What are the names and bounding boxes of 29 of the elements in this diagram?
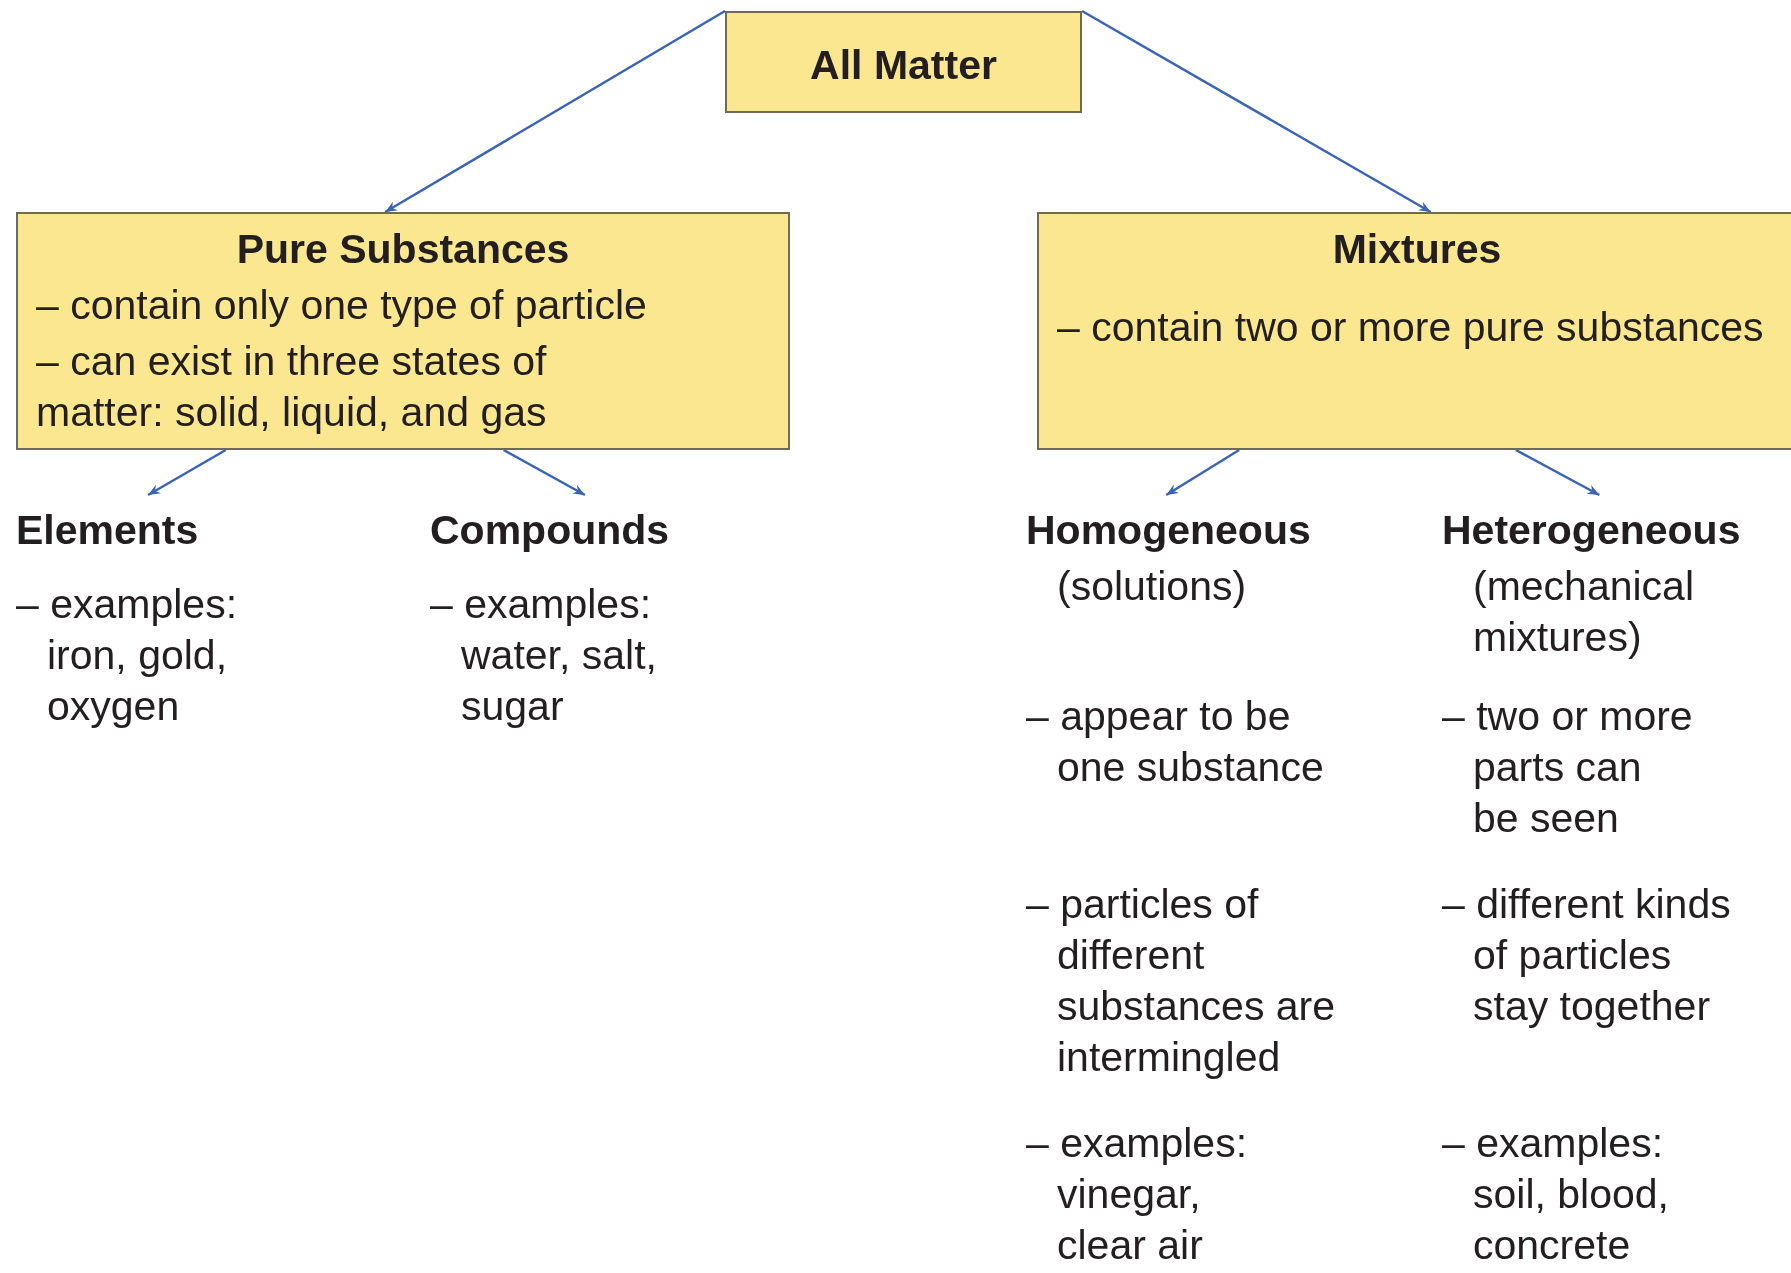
- arrow: [1515, 448, 1600, 497]
- heading-text: Homogeneous: [1026, 506, 1311, 555]
- arrow: [503, 448, 586, 497]
- bullet-text: – two or more parts can be seen: [1442, 692, 1693, 843]
- arrow: [147, 448, 227, 497]
- bullet-text: (solutions): [1056, 562, 1247, 611]
- bullet-text: – can exist in three states of matter: solid, liquid, and gas: [36, 337, 547, 437]
- bullet-text: – examples: water, salt, sugar: [430, 580, 657, 731]
- category-box: [16, 212, 790, 450]
- heading-text: Mixtures: [1332, 225, 1502, 274]
- bullet-text: – examples: vinegar, clear air: [1026, 1119, 1248, 1270]
- bullet-text: – contain two or more pure substances: [1057, 303, 1764, 352]
- bullet-text: – appear to be one substance: [1026, 692, 1324, 792]
- heading-text: Heterogeneous: [1442, 506, 1741, 555]
- arrow: [1081, 9, 1432, 214]
- bullet-text: – particles of different substances are intermingled: [1026, 880, 1336, 1082]
- heading-text: All Matter: [810, 41, 997, 90]
- bullet-text: (mechanical mixtures): [1472, 562, 1695, 662]
- arrow: [1165, 448, 1240, 497]
- heading-text: Elements: [16, 506, 199, 555]
- bullet-text: – examples: soil, blood, concrete: [1442, 1119, 1669, 1270]
- bullet-text: – contain only one type of particle: [36, 281, 647, 330]
- heading-text: Compounds: [430, 506, 670, 555]
- bullet-text: – examples: iron, gold, oxygen: [16, 580, 238, 731]
- heading-text: Pure Substances: [236, 225, 570, 274]
- bullet-text: – different kinds of particles stay together: [1442, 880, 1731, 1031]
- category-box: [725, 11, 1082, 113]
- category-box: [1037, 212, 1791, 450]
- arrow: [384, 9, 726, 214]
